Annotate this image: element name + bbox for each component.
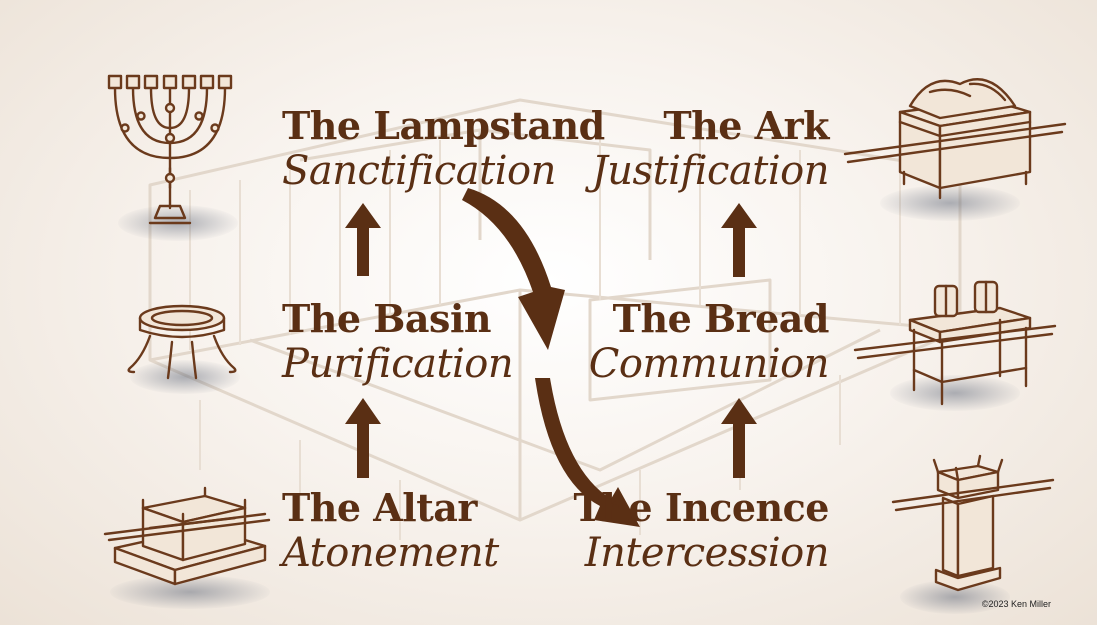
label-title: The Basin (282, 296, 492, 341)
label-title: The Ark (663, 103, 829, 148)
label-meaning: Communion (588, 341, 830, 387)
table-of-bread-icon (853, 280, 1057, 406)
label-meaning: Atonement (282, 530, 499, 576)
arrow-incense-to-bread (721, 398, 757, 478)
label-title: The Incence (573, 485, 830, 530)
label-altar: The Altar Atonement (282, 485, 499, 576)
label-meaning: Justification (591, 148, 830, 194)
copyright-notice: ©2023 Ken Miller (981, 599, 1051, 609)
label-bread: The Bread Communion (588, 296, 830, 387)
label-meaning: Intercession (584, 530, 830, 576)
label-meaning: Sanctification (282, 148, 556, 194)
arrow-basin-to-lampstand (345, 203, 381, 276)
label-lampstand: The Lampstand Sanctification (282, 103, 605, 194)
basin-shadow (130, 360, 240, 394)
label-meaning: Purification (282, 341, 514, 387)
ark-icon (843, 78, 1067, 200)
label-title: The Altar (282, 485, 477, 530)
label-title: The Lampstand (282, 103, 605, 148)
basin-icon (127, 304, 237, 380)
label-ark: The Ark Justification (591, 103, 830, 194)
arrow-bread-to-ark (721, 203, 757, 277)
incense-altar-icon (891, 454, 1055, 592)
arrow-altar-to-basin (345, 398, 381, 478)
altar-icon (103, 486, 271, 586)
lampstand-icon (107, 74, 233, 225)
label-title: The Bread (612, 296, 830, 341)
ark-shadow (880, 185, 1020, 221)
label-incense: The Incence Intercession (573, 485, 830, 576)
label-basin: The Basin Purification (282, 296, 514, 387)
